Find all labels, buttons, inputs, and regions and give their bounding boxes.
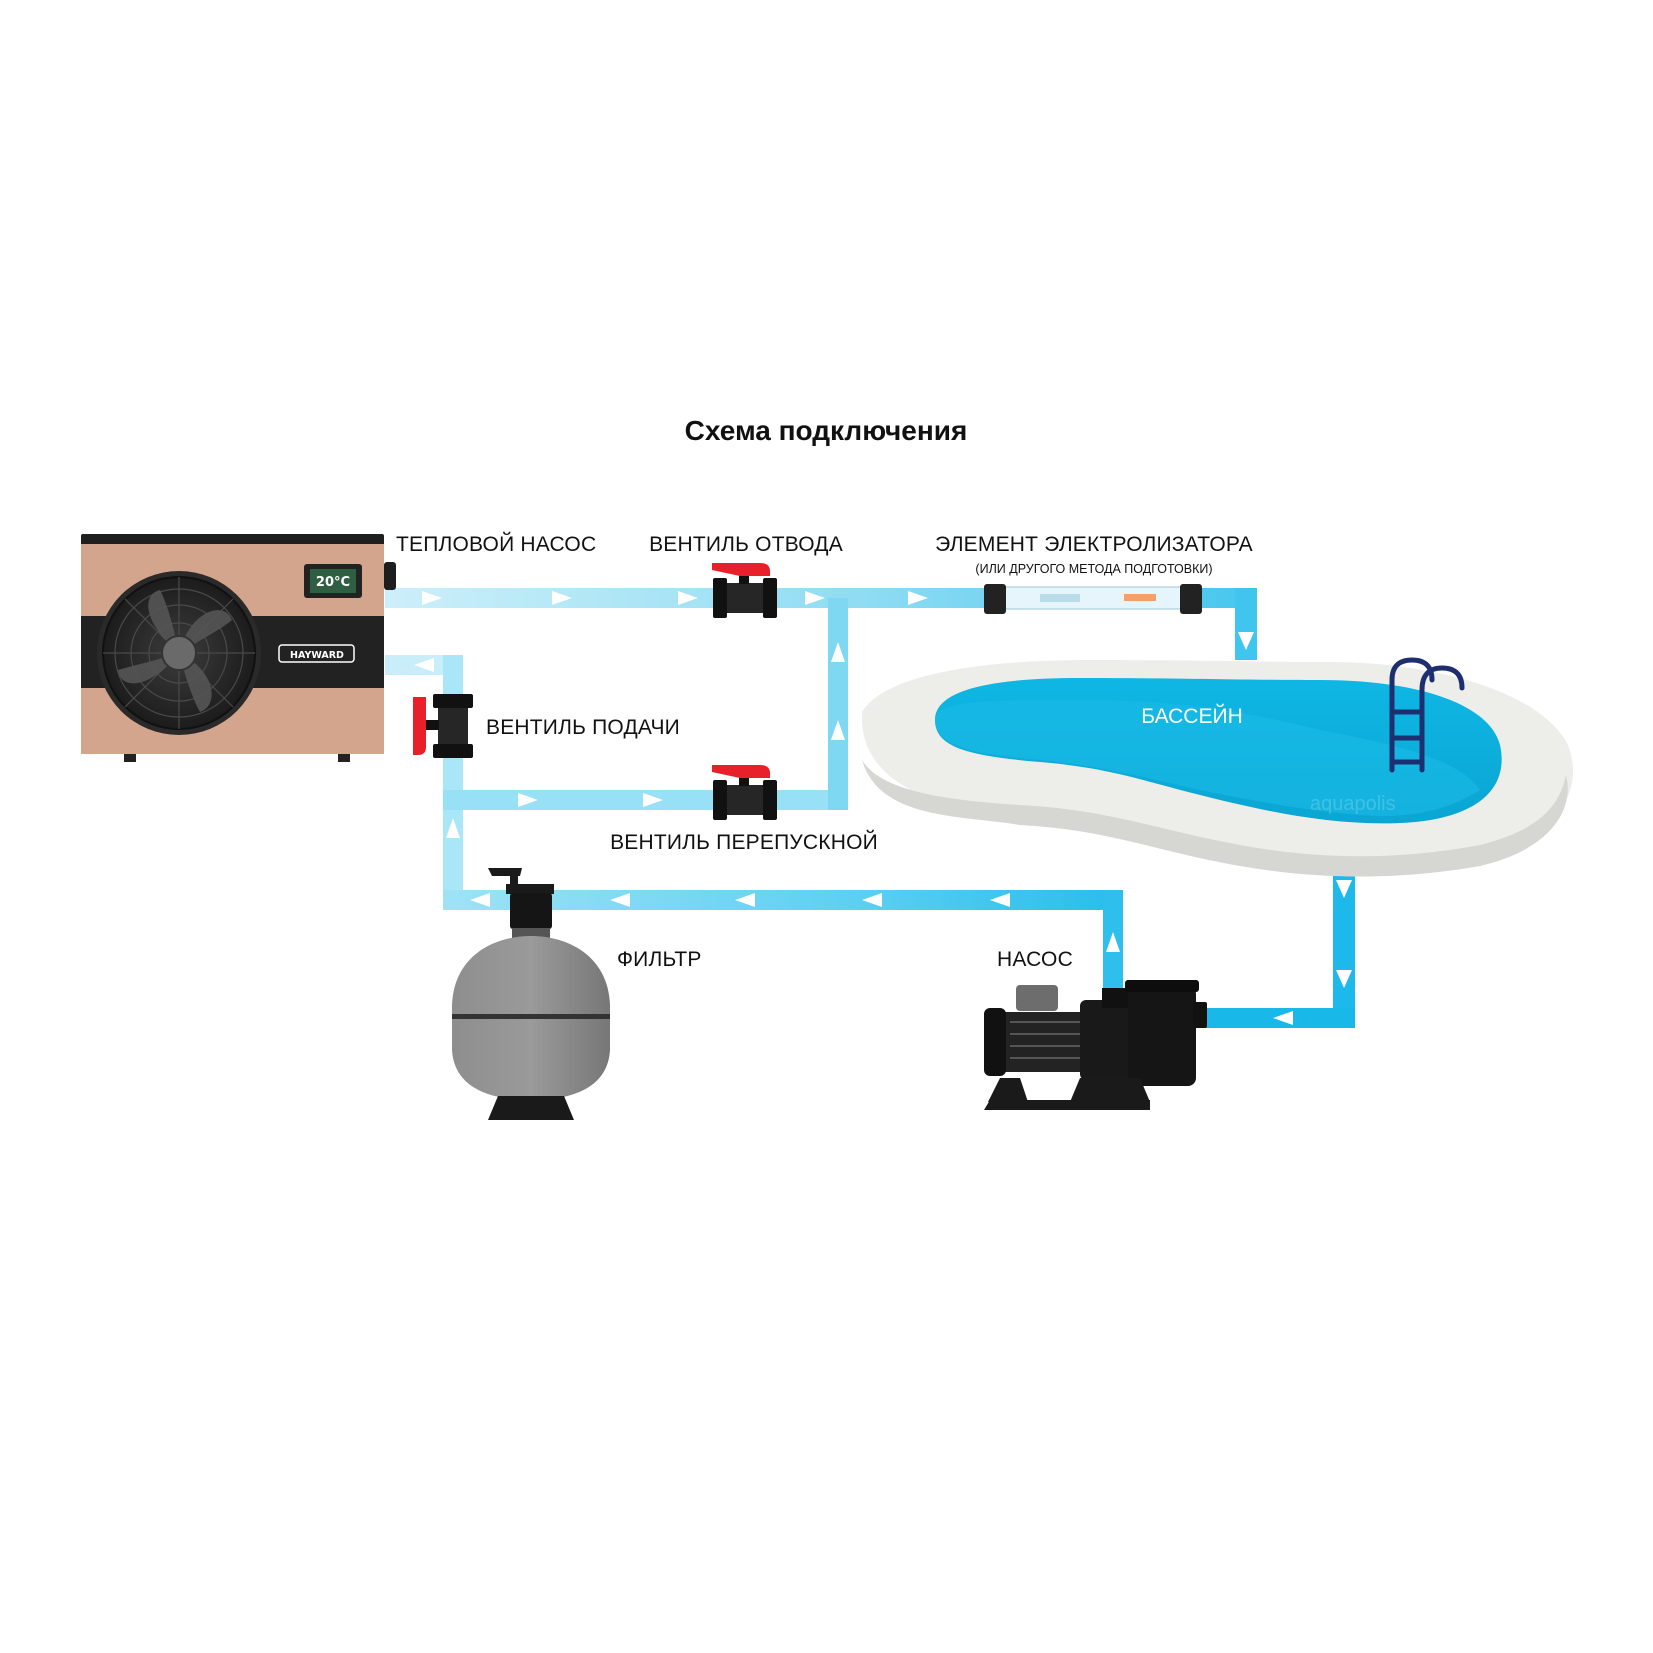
- pump-strainer: [1128, 986, 1196, 1086]
- pump-foot-left: [988, 1078, 1028, 1102]
- filter-handle-arm: [510, 875, 518, 887]
- valve-handle: [712, 563, 770, 576]
- pump-strainer-lid: [1125, 980, 1199, 992]
- arrow-left: [862, 893, 882, 907]
- valve-stem: [739, 570, 749, 584]
- valve-body: [713, 583, 777, 613]
- arrow-down: [1336, 970, 1352, 988]
- label-electrolyzer-sub: (ИЛИ ДРУГОГО МЕТОДА ПОДГОТОВКИ): [975, 562, 1212, 576]
- filter-valve-top: [506, 884, 554, 894]
- arrow-down: [1238, 632, 1254, 650]
- valve-handle: [712, 765, 770, 778]
- filter-band: [452, 1014, 610, 1019]
- arrow-left: [1273, 1011, 1293, 1025]
- arrow-left: [610, 893, 630, 907]
- heat-pump: 20°C HAYWARD: [81, 534, 396, 762]
- label-supply-valve: ВЕНТИЛЬ ПОДАЧИ: [486, 716, 680, 739]
- filter-multiport-valve: [510, 893, 552, 929]
- heat-pump-outlet-fitting: [384, 562, 396, 590]
- pump-motor-fins: [1010, 1021, 1080, 1059]
- arrow-right: [908, 591, 928, 605]
- pump-motor-cap: [984, 1008, 1006, 1076]
- valve-body: [438, 694, 468, 758]
- arrow-up: [831, 720, 845, 740]
- filter-base: [488, 1096, 574, 1120]
- fan-hub: [161, 635, 197, 671]
- arrow-up: [831, 642, 845, 662]
- label-pool: БАССЕЙН: [1141, 704, 1242, 728]
- pool-deck-edge: [862, 760, 1568, 877]
- bypass-valve: [712, 765, 777, 820]
- arrow-right: [552, 591, 572, 605]
- electrolyzer-tube: [997, 586, 1189, 610]
- arrow-right: [643, 793, 663, 807]
- valve-nut: [713, 578, 727, 618]
- arrow-right: [805, 591, 825, 605]
- watermark: aquapolis: [1310, 793, 1396, 815]
- arrow-right: [678, 591, 698, 605]
- pipe-top-down: [1235, 588, 1257, 660]
- arrow-right: [422, 591, 442, 605]
- pump-volute: [1102, 988, 1136, 1008]
- brand-badge: [278, 644, 355, 663]
- arrow-right: [518, 793, 538, 807]
- arrow-up: [1106, 932, 1120, 952]
- electrolyzer-plate: [1040, 594, 1080, 602]
- pipe-riser: [828, 598, 848, 810]
- label-bypass-valve: ВЕНТИЛЬ ПЕРЕПУСКНОЙ: [610, 830, 878, 854]
- arrow-left: [735, 893, 755, 907]
- pool-ladder: [1389, 657, 1465, 773]
- diagram-title: Схема подключения: [685, 415, 968, 446]
- electrolyzer-cap-left: [984, 584, 1006, 614]
- pump-foot: [984, 1100, 1150, 1110]
- pool-water-shade: [935, 700, 1480, 816]
- filter-neck: [512, 928, 550, 938]
- pipe-bottom: [443, 890, 1123, 910]
- arrow-up: [446, 818, 460, 838]
- electrolyzer-electrode: [1124, 594, 1156, 601]
- arrow-left: [470, 893, 490, 907]
- valve-stem: [739, 772, 749, 786]
- electrolyzer-cell: [984, 584, 1202, 614]
- pipe-pool-outlet: [1333, 860, 1355, 1028]
- valve-nut: [433, 694, 473, 708]
- label-heat-pump: ТЕПЛОВОЙ НАСОС: [396, 532, 596, 556]
- heat-pump-temperature: 20°C: [316, 575, 350, 590]
- pump-pedestal: [1070, 1078, 1150, 1102]
- label-electrolyzer: ЭЛЕМЕНТ ЭЛЕКТРОЛИЗАТОРА: [935, 533, 1253, 556]
- filter-handle: [488, 868, 522, 876]
- circulation-pump: [984, 980, 1207, 1110]
- valve-nut: [713, 780, 727, 820]
- sand-filter: [452, 868, 610, 1120]
- label-outlet-valve: ВЕНТИЛЬ ОТВОДА: [649, 533, 843, 556]
- arrow-left: [414, 658, 434, 672]
- outlet-valve: [712, 563, 777, 618]
- pump-inlet-fitting: [1193, 1002, 1207, 1028]
- valve-handle: [413, 697, 426, 755]
- valve-nut: [433, 744, 473, 758]
- label-pump: НАСОС: [997, 948, 1073, 971]
- brand-logo: HAYWARD: [290, 650, 344, 661]
- arrow-down: [1336, 880, 1352, 898]
- arrow-left: [990, 893, 1010, 907]
- pipe-supply-vertical: [443, 655, 463, 910]
- valve-nut: [763, 780, 777, 820]
- heat-pump-display-screen: [310, 569, 356, 593]
- label-filter: ФИЛЬТР: [617, 948, 702, 971]
- pool: aquapolis: [861, 657, 1574, 877]
- heat-pump-top-cap: [81, 534, 384, 546]
- flow-arrows: [414, 591, 1352, 1025]
- heat-pump-foot: [124, 754, 136, 762]
- heat-pump-foot: [338, 754, 350, 762]
- valve-body: [713, 785, 777, 815]
- valve-stem: [425, 720, 439, 730]
- pump-terminal-box: [1016, 985, 1058, 1011]
- supply-valve: [413, 694, 473, 758]
- valve-nut: [763, 578, 777, 618]
- electrolyzer-cap-right: [1180, 584, 1202, 614]
